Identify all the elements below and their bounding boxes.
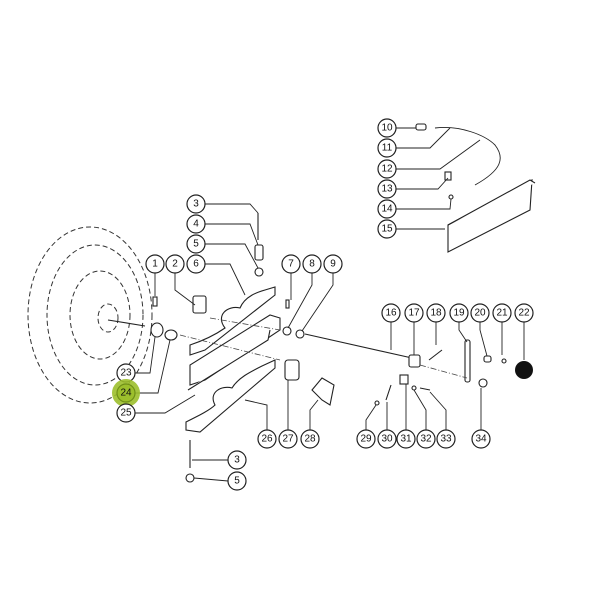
washer-9 [295, 329, 305, 339]
clamp-17 [408, 354, 421, 368]
svg-text:28: 28 [304, 434, 316, 445]
callout-31[interactable]: 31 [396, 429, 416, 449]
lever-19 [464, 339, 471, 383]
svg-text:31: 31 [400, 434, 412, 445]
callout-15[interactable]: 15 [377, 219, 397, 239]
svg-text:12: 12 [381, 164, 393, 175]
callout-10[interactable]: 10 [377, 118, 397, 138]
callout-8[interactable]: 8 [302, 254, 322, 274]
callout-29[interactable]: 29 [356, 429, 376, 449]
plate-28 [311, 377, 335, 406]
svg-text:8: 8 [309, 259, 315, 270]
svg-text:4: 4 [193, 219, 199, 230]
svg-text:13: 13 [381, 184, 393, 195]
callout-22[interactable]: 22 [514, 303, 534, 323]
svg-text:21: 21 [496, 308, 508, 319]
callout-33[interactable]: 33 [436, 429, 456, 449]
callout-19[interactable]: 19 [449, 303, 469, 323]
callout-17[interactable]: 17 [404, 303, 424, 323]
callout-34[interactable]: 34 [471, 429, 491, 449]
lower-bracket [185, 359, 276, 433]
callout-3[interactable]: 3 [186, 194, 206, 214]
threaded-rod-16 [304, 333, 413, 359]
pin-1 [152, 296, 158, 307]
svg-text:5: 5 [193, 239, 199, 250]
svg-text:6: 6 [193, 259, 199, 270]
nut-8 [282, 326, 292, 336]
block-2 [192, 295, 207, 314]
callout-13[interactable]: 13 [377, 179, 397, 199]
callout-18[interactable]: 18 [426, 303, 446, 323]
svg-text:16: 16 [385, 308, 397, 319]
svg-text:32: 32 [420, 434, 432, 445]
callout-25[interactable]: 25 [116, 403, 136, 423]
knob-22 [515, 361, 533, 379]
callout-9[interactable]: 9 [323, 254, 343, 274]
svg-text:27: 27 [282, 434, 294, 445]
leader-lines [135, 127, 525, 482]
callout-5[interactable]: 5 [186, 234, 206, 254]
callout-1[interactable]: 1 [145, 254, 165, 274]
callout-labels: 10 11 12 13 14 15 3 4 5 6 1 2 7 8 9 16 1… [112, 118, 534, 491]
callout-21[interactable]: 21 [492, 303, 512, 323]
svg-text:19: 19 [453, 308, 465, 319]
guard-assembly [415, 123, 536, 253]
svg-text:17: 17 [408, 308, 420, 319]
washer-23 [150, 322, 164, 338]
svg-text:15: 15 [381, 224, 393, 235]
spacer-27 [284, 359, 300, 381]
callout-7[interactable]: 7 [281, 254, 301, 274]
svg-text:7: 7 [288, 259, 294, 270]
callout-12[interactable]: 12 [377, 159, 397, 179]
callout-6[interactable]: 6 [186, 254, 206, 274]
svg-text:26: 26 [261, 434, 273, 445]
callout-26[interactable]: 26 [257, 429, 277, 449]
svg-text:9: 9 [330, 259, 336, 270]
callout-5-lower[interactable]: 5 [227, 471, 247, 491]
nut-5 [254, 267, 264, 277]
callout-28[interactable]: 28 [300, 429, 320, 449]
upper-bracket [187, 286, 281, 391]
svg-text:11: 11 [382, 143, 393, 154]
svg-text:20: 20 [474, 308, 486, 319]
callout-2[interactable]: 2 [165, 254, 185, 274]
svg-text:24: 24 [120, 388, 132, 399]
bushing-24 [164, 329, 178, 341]
svg-text:14: 14 [381, 204, 393, 215]
svg-text:23: 23 [120, 368, 132, 379]
callout-30[interactable]: 30 [377, 429, 397, 449]
callout-20[interactable]: 20 [470, 303, 490, 323]
callout-3-lower[interactable]: 3 [227, 450, 247, 470]
svg-text:25: 25 [120, 408, 132, 419]
svg-text:3: 3 [193, 199, 199, 210]
svg-text:5: 5 [234, 476, 240, 487]
svg-text:1: 1 [152, 259, 158, 270]
callout-11[interactable]: 11 [377, 138, 397, 158]
pin-7 [285, 299, 290, 309]
callout-27[interactable]: 27 [278, 429, 298, 449]
callout-14[interactable]: 14 [377, 199, 397, 219]
svg-text:18: 18 [430, 308, 442, 319]
svg-text:34: 34 [475, 434, 487, 445]
svg-text:3: 3 [234, 455, 240, 466]
svg-text:33: 33 [440, 434, 452, 445]
svg-text:22: 22 [518, 308, 530, 319]
svg-text:29: 29 [360, 434, 372, 445]
wheel-outline [27, 226, 153, 404]
svg-text:30: 30 [381, 434, 393, 445]
svg-text:10: 10 [381, 123, 393, 134]
callout-16[interactable]: 16 [381, 303, 401, 323]
callout-24[interactable]: 24 [116, 383, 136, 403]
sleeve-4 [254, 244, 264, 261]
callout-4[interactable]: 4 [186, 214, 206, 234]
callout-32[interactable]: 32 [416, 429, 436, 449]
svg-text:2: 2 [172, 259, 178, 270]
